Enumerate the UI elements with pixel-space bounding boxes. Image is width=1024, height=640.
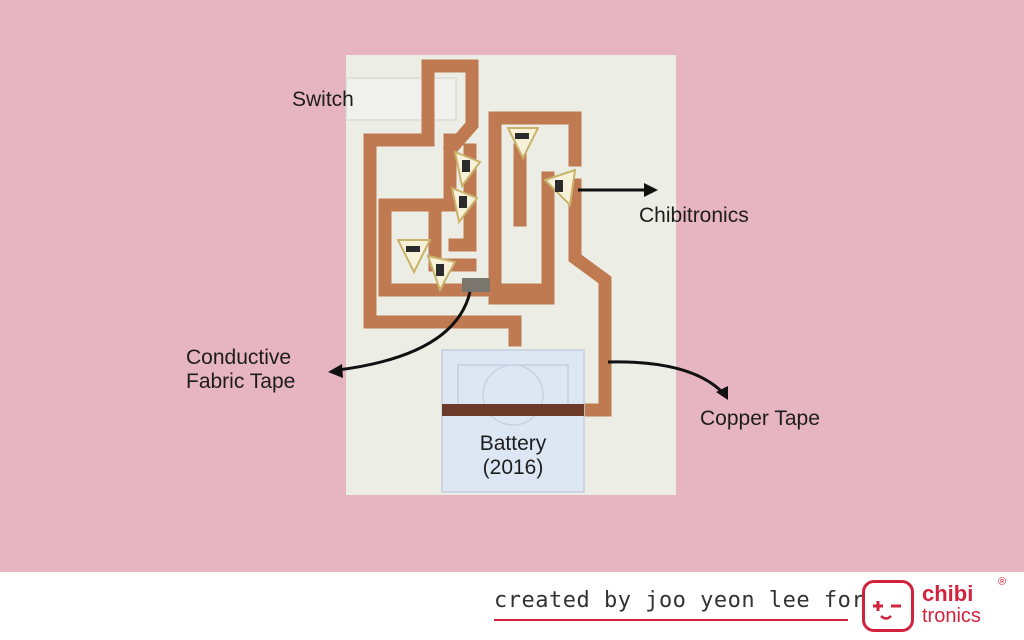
credit-text: created by joo yeon lee for [494, 588, 866, 613]
arrow-fabric-tape [337, 291, 472, 372]
battery-line-1: Battery [479, 432, 547, 455]
brand-line-1: chibi [922, 581, 974, 606]
circuit-drawing [328, 55, 728, 495]
led-sticker-6 [426, 254, 457, 293]
arrowhead-chibitronics [644, 183, 658, 197]
copper-trace-center [448, 143, 477, 252]
arrow-heads [328, 183, 728, 400]
registered-mark: ® [998, 576, 1007, 588]
brand-wordmark: chibi tronics [922, 582, 981, 628]
led-sticker-3 [450, 186, 479, 225]
fabric-tape-line-1: Conductive [186, 346, 292, 369]
chibitronics-label: Chibitronics [639, 204, 749, 227]
copper-trace-right-loop [488, 111, 582, 167]
chibitronics-logo-icon [862, 580, 914, 632]
copper-tape-label: Copper Tape [700, 407, 820, 430]
chibitronics-stickers [396, 127, 577, 293]
led-sticker-4 [543, 168, 577, 208]
switch-flap [345, 77, 457, 121]
led-sticker-2 [453, 150, 482, 189]
brand-line-2: tronics [922, 605, 981, 627]
fabric-tape-line-2: Fabric Tape [186, 370, 296, 393]
led-sticker-1 [506, 127, 540, 161]
circuit-photo: Switch Chibitronics Conductive Fabric Ta… [0, 0, 1024, 572]
callout-arrows [337, 188, 724, 394]
copper-trace-switch [421, 59, 479, 158]
copper-trace-outer-left [363, 133, 522, 347]
conductive-fabric-tape-label: Conductive Fabric Tape [186, 346, 295, 394]
logo-face-icon [873, 601, 901, 620]
credit-underline [494, 619, 848, 621]
battery-label: Battery (2016) [446, 432, 580, 480]
conductive-fabric-patch [462, 278, 490, 292]
battery-line-2: (2016) [482, 456, 544, 479]
footer [0, 572, 1024, 640]
led-sticker-5 [396, 239, 432, 275]
copper-trace-right-inner [488, 143, 555, 305]
switch-label: Switch [292, 88, 354, 111]
arrow-copper-tape [607, 360, 724, 394]
arrowhead-fabric-tape [328, 364, 343, 378]
battery-holder [441, 349, 585, 493]
arrowhead-copper-tape [716, 386, 728, 400]
